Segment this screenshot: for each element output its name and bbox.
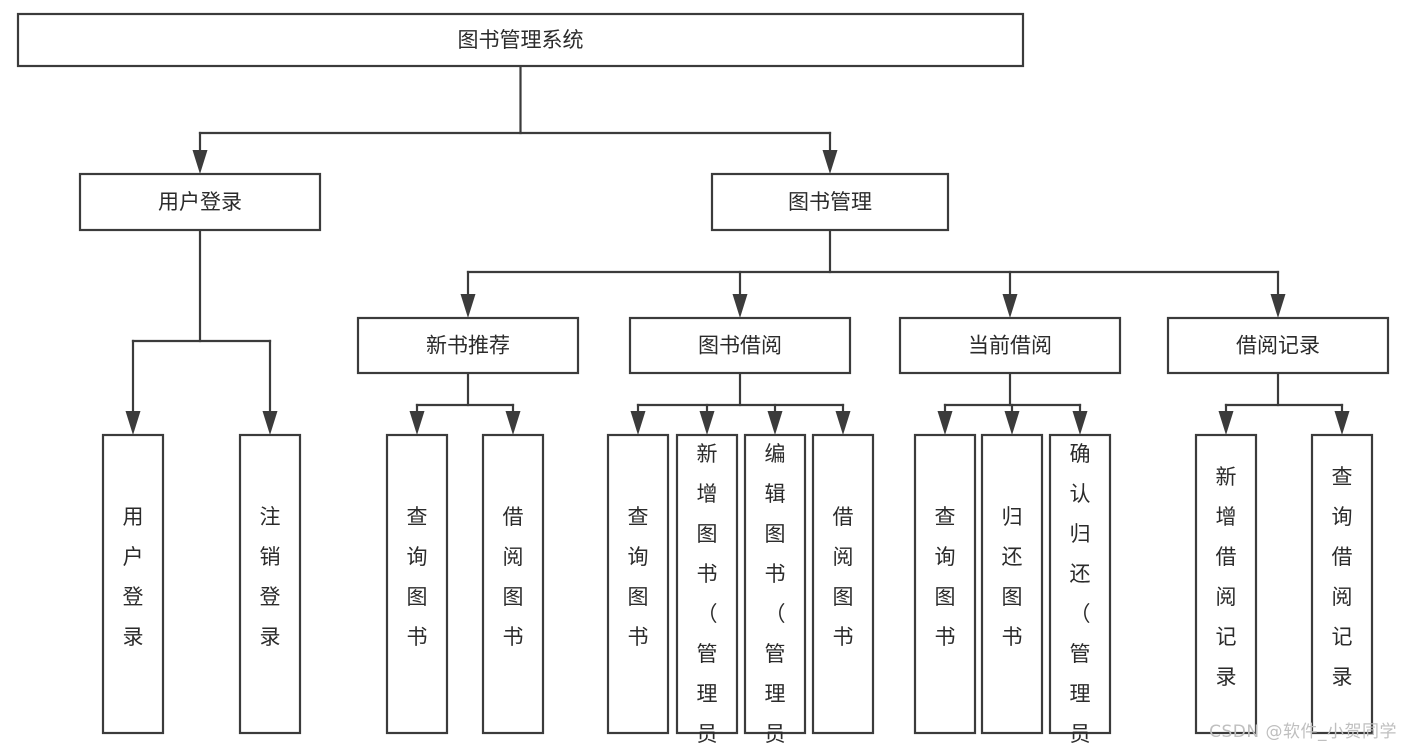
node-label: 用户登录	[158, 190, 242, 214]
arrow-head-icon	[630, 411, 646, 435]
node-br-add-record[interactable]: 新增借阅记录	[1194, 433, 1258, 735]
node-box[interactable]	[811, 433, 875, 735]
node-current-borrow[interactable]: 当前借阅	[898, 316, 1122, 375]
arrow-head-icon	[192, 150, 208, 174]
node-borrow-record[interactable]: 借阅记录	[1166, 316, 1390, 375]
node-box[interactable]	[898, 316, 1122, 375]
node-box[interactable]	[1310, 433, 1374, 735]
node-label: 查询图书	[628, 505, 649, 649]
node-box[interactable]	[710, 172, 950, 232]
node-label: 新书推荐	[426, 334, 510, 358]
arrow-head-icon	[505, 411, 521, 435]
node-label: 编辑图书（管理员）	[765, 442, 786, 747]
arrow-head-icon	[937, 411, 953, 435]
node-label: 查询借阅记录	[1332, 465, 1353, 689]
node-label: 查询图书	[935, 505, 956, 649]
node-user-login-leaf[interactable]: 用户登录	[101, 433, 165, 735]
node-label: 借阅记录	[1236, 334, 1320, 358]
node-box[interactable]	[628, 316, 852, 375]
arrow-head-icon	[1002, 294, 1018, 318]
node-box[interactable]	[606, 433, 670, 735]
node-book-management[interactable]: 图书管理	[710, 172, 950, 232]
arrow-head-icon	[699, 411, 715, 435]
connector-edges-layer	[125, 64, 1350, 435]
arrow-head-icon	[1334, 411, 1350, 435]
node-bb-query-book[interactable]: 查询图书	[606, 433, 670, 735]
node-label: 归还图书	[1002, 505, 1023, 649]
node-label: 新增图书（管理员）	[697, 442, 718, 747]
node-label: 确认归还（管理员）	[1070, 442, 1091, 747]
node-bb-add-book[interactable]: 新增图书（管理员）	[675, 433, 739, 747]
node-user-login[interactable]: 用户登录	[78, 172, 322, 232]
node-boxes-layer: 图书管理系统用户登录图书管理用户登录注销登录新书推荐查询图书借阅图书图书借阅查询…	[16, 12, 1390, 747]
node-bb-borrow-book[interactable]: 借阅图书	[811, 433, 875, 735]
node-br-query-record[interactable]: 查询借阅记录	[1310, 433, 1374, 735]
arrow-head-icon	[732, 294, 748, 318]
node-box[interactable]	[1048, 433, 1112, 735]
arrow-head-icon	[767, 411, 783, 435]
arrow-head-icon	[1218, 411, 1234, 435]
node-label: 新增借阅记录	[1216, 465, 1237, 689]
node-label: 当前借阅	[968, 334, 1052, 358]
node-box[interactable]	[238, 433, 302, 735]
node-box[interactable]	[16, 12, 1025, 68]
arrow-head-icon	[262, 411, 278, 435]
node-book-borrow[interactable]: 图书借阅	[628, 316, 852, 375]
node-box[interactable]	[1194, 433, 1258, 735]
node-box[interactable]	[675, 433, 739, 735]
arrow-head-icon	[1270, 294, 1286, 318]
node-box[interactable]	[913, 433, 977, 735]
node-label: 注销登录	[260, 505, 281, 649]
node-label: 借阅图书	[503, 505, 524, 649]
node-new-book-recommend[interactable]: 新书推荐	[356, 316, 580, 375]
node-box[interactable]	[78, 172, 322, 232]
arrow-head-icon	[822, 150, 838, 174]
node-label: 图书管理系统	[458, 28, 584, 52]
arrow-head-icon	[835, 411, 851, 435]
node-box[interactable]	[743, 433, 807, 735]
arrow-head-icon	[460, 294, 476, 318]
node-root[interactable]: 图书管理系统	[16, 12, 1025, 68]
node-box[interactable]	[356, 316, 580, 375]
arrow-head-icon	[1004, 411, 1020, 435]
node-box[interactable]	[1166, 316, 1390, 375]
node-label: 图书借阅	[698, 334, 782, 358]
node-box[interactable]	[980, 433, 1044, 735]
node-label: 图书管理	[788, 190, 872, 214]
node-user-logout-leaf[interactable]: 注销登录	[238, 433, 302, 735]
node-box[interactable]	[101, 433, 165, 735]
node-box[interactable]	[385, 433, 449, 735]
node-label: 借阅图书	[833, 505, 854, 649]
node-cb-return-book[interactable]: 归还图书	[980, 433, 1044, 735]
node-nbr-query-book[interactable]: 查询图书	[385, 433, 449, 735]
node-label: 查询图书	[407, 505, 428, 649]
node-cb-confirm-return[interactable]: 确认归还（管理员）	[1048, 433, 1112, 747]
arrow-head-icon	[409, 411, 425, 435]
node-nbr-borrow-book[interactable]: 借阅图书	[481, 433, 545, 735]
node-label: 用户登录	[123, 505, 144, 649]
node-bb-edit-book[interactable]: 编辑图书（管理员）	[743, 433, 807, 747]
arrow-head-icon	[1072, 411, 1088, 435]
node-box[interactable]	[481, 433, 545, 735]
node-cb-query-book[interactable]: 查询图书	[913, 433, 977, 735]
arrow-head-icon	[125, 411, 141, 435]
